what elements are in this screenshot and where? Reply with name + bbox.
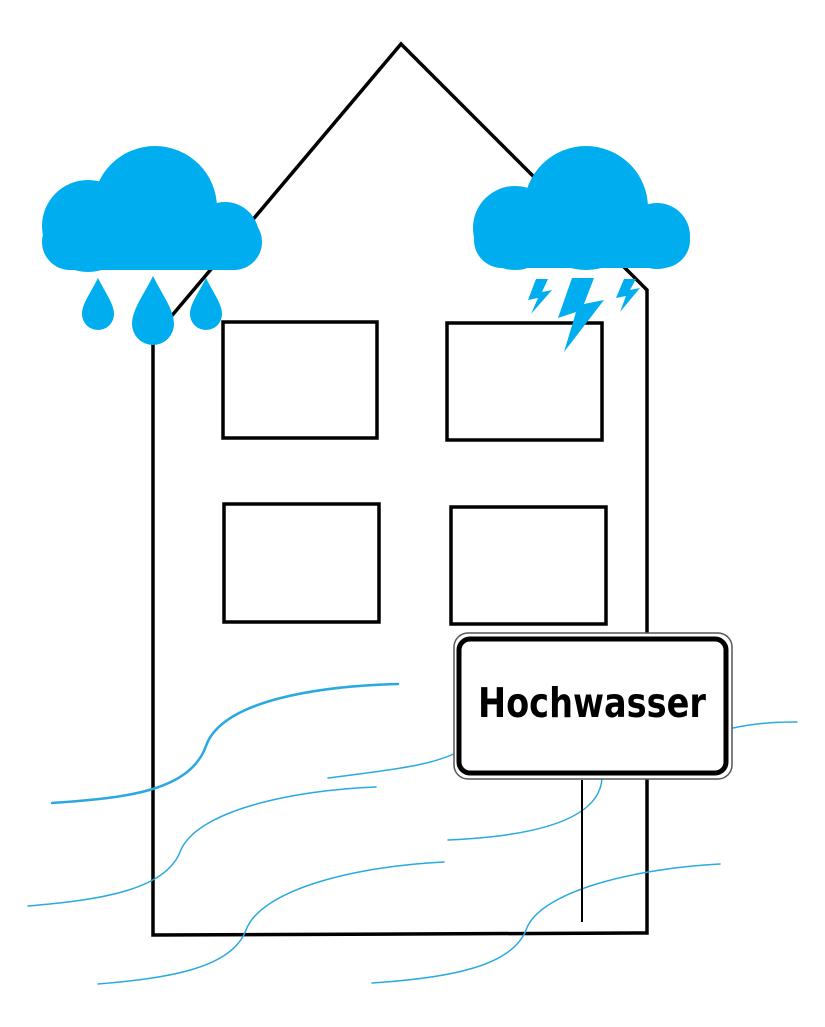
lightning-bolt <box>558 278 604 352</box>
rain-cloud-icon <box>42 146 262 345</box>
wave <box>327 751 459 779</box>
wave <box>97 861 445 985</box>
house-outline <box>151 41 649 937</box>
lightning-bolt <box>616 279 640 312</box>
window-top-left <box>221 320 379 440</box>
flood-waves-icon <box>27 682 798 985</box>
raindrop <box>132 276 174 345</box>
flood-warning-sign: Hochwasser <box>453 632 733 780</box>
sign-text: Hochwasser <box>478 679 707 727</box>
house-icon <box>151 41 649 937</box>
wave <box>447 777 603 841</box>
lightning-bolt <box>528 279 552 314</box>
wave <box>27 786 377 907</box>
window-bottom-right <box>449 505 608 626</box>
raindrop <box>82 278 114 330</box>
wave <box>371 863 721 984</box>
raindrop <box>190 278 222 330</box>
wave <box>732 721 798 729</box>
window-bottom-left <box>222 502 381 624</box>
sign-inner-border <box>456 636 729 776</box>
wave <box>50 682 400 805</box>
window-top-right <box>445 321 604 442</box>
thunderstorm-cloud-icon <box>473 146 690 352</box>
